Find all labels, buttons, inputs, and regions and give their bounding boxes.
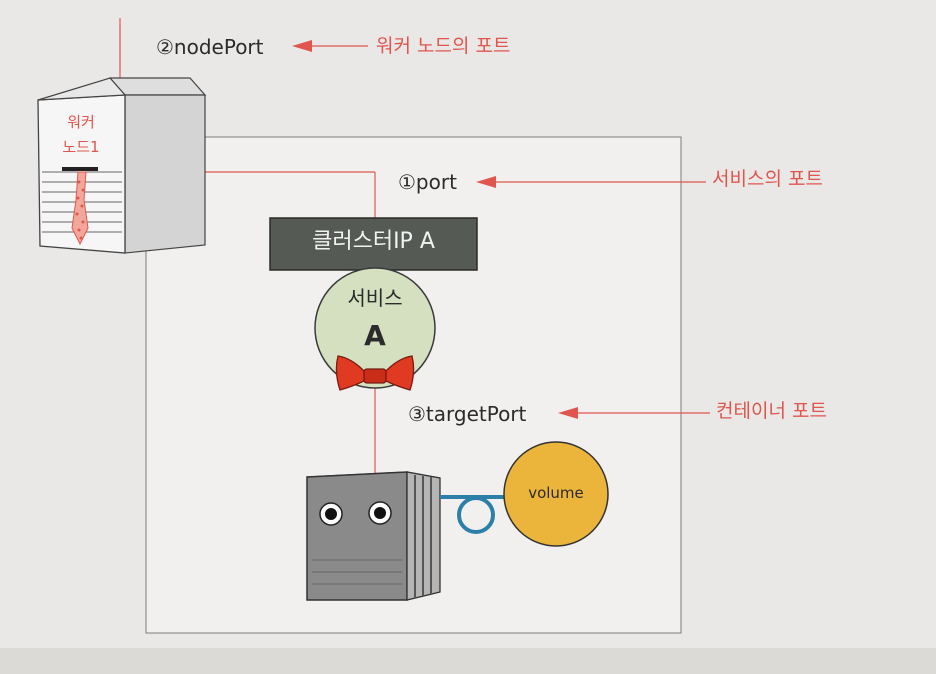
arrow-left-icon: [292, 40, 312, 52]
page-bottom-shade: [0, 648, 936, 674]
port-description: 서비스의 포트: [712, 168, 823, 190]
target-port-description: 컨테이너 포트: [716, 400, 827, 422]
cluster-ip-label: 클러스터IP A: [312, 229, 435, 254]
service-label-line1: 서비스: [347, 286, 403, 310]
volume-link: [440, 495, 508, 534]
container-box-icon: [306, 471, 441, 601]
volume-disk-icon: [503, 441, 609, 547]
service-label-line2: A: [364, 319, 386, 352]
node-port-label: ②nodePort: [156, 35, 264, 59]
arrow-left-icon: [558, 407, 578, 419]
server-tower-icon: [37, 77, 207, 254]
node-port-description: 워커 노드의 포트: [376, 35, 511, 57]
bow-tie-icon: [335, 355, 415, 391]
worker-node-label-line1: 워커: [67, 113, 95, 131]
volume-label: volume: [528, 484, 584, 502]
target-port-label: ③targetPort: [408, 402, 527, 426]
arrow-left-icon: [476, 176, 496, 188]
worker-node-label-line2: 노드1: [62, 138, 100, 156]
arrow-heads: [292, 40, 578, 419]
port-label: ①port: [398, 170, 457, 194]
